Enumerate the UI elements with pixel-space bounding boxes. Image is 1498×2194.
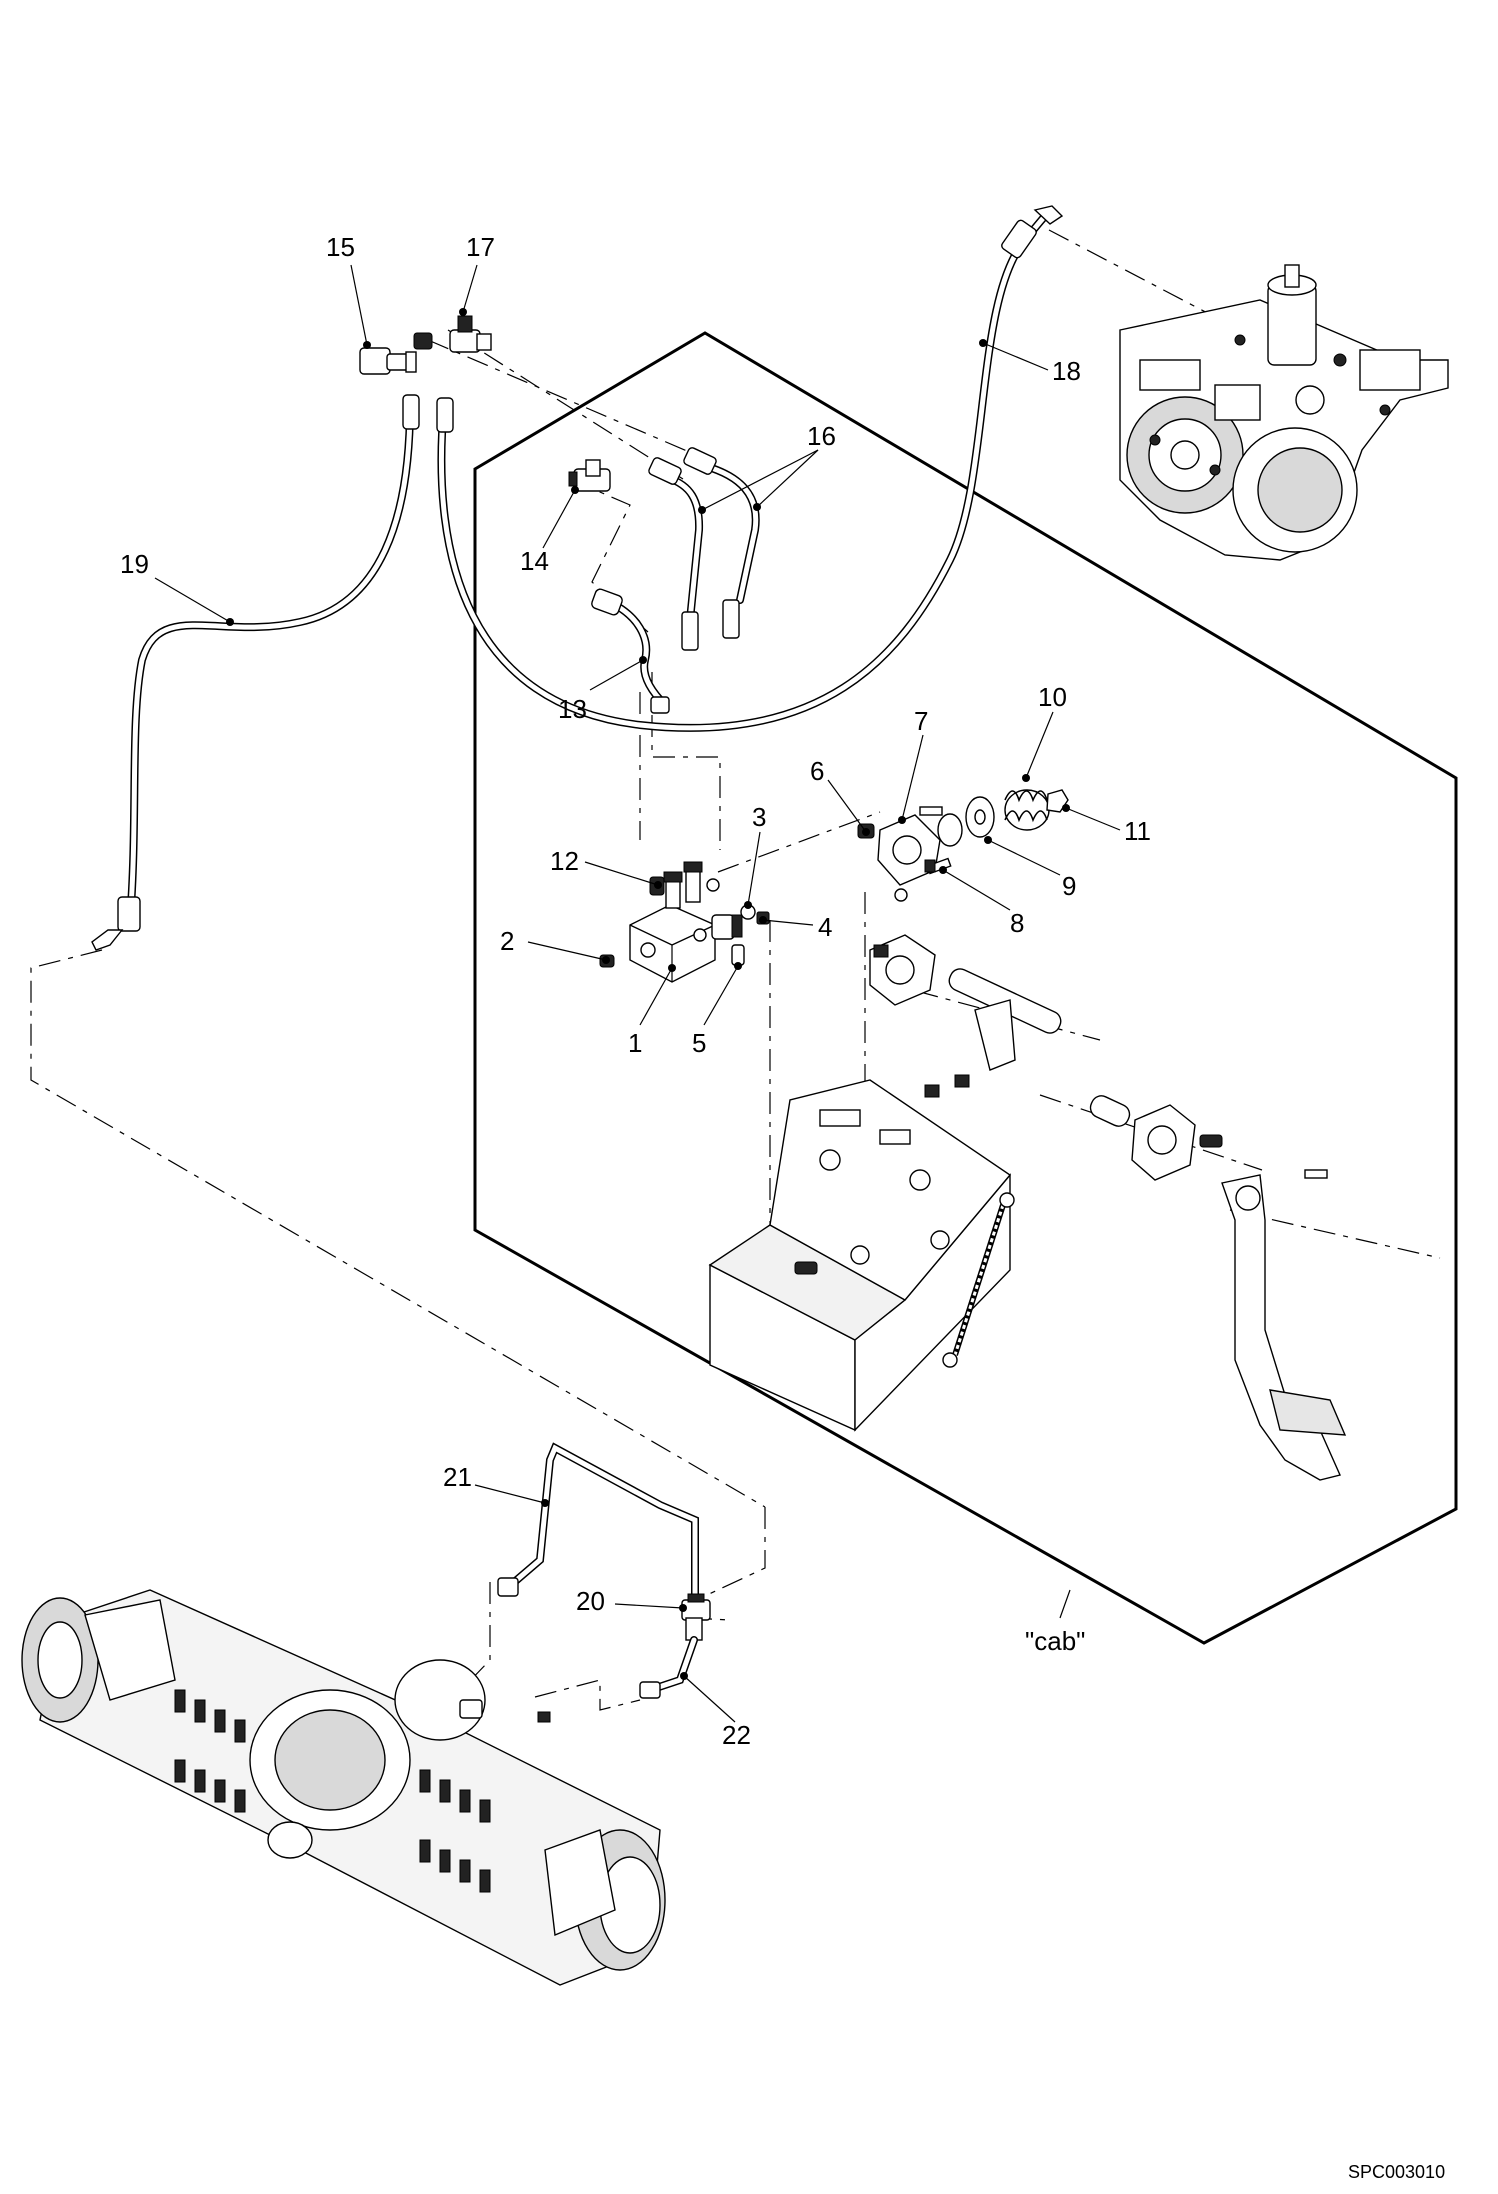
pedal-bracket <box>708 1079 1015 1432</box>
drawing-reference: SPC003010 <box>1348 2162 1445 2182</box>
callout-7: 7 <box>914 706 928 736</box>
callout-11: 11 <box>1124 816 1151 846</box>
hydraulic-pump <box>1119 264 1449 561</box>
callout-1: 1 <box>628 1028 642 1058</box>
callout-8: 8 <box>1010 908 1024 938</box>
fitting-17 <box>449 308 492 353</box>
callout-19: 19 <box>120 549 149 579</box>
callout-12: 12 <box>550 846 579 876</box>
cab-outline <box>473 331 1458 1645</box>
callout-21: 21 <box>443 1462 472 1492</box>
callout-16: 16 <box>807 421 836 451</box>
callout-10: 10 <box>1038 682 1067 712</box>
fitting-13 <box>591 588 670 714</box>
brake-line-21 <box>497 1442 699 1604</box>
callout-13: 13 <box>558 694 587 724</box>
washer-9 <box>937 796 995 847</box>
cab-label: "cab" <box>1025 1626 1085 1656</box>
callout-18: 18 <box>1052 356 1081 386</box>
dashed-routing-lines <box>30 229 1441 1711</box>
fitting-5 <box>731 944 745 970</box>
callout-6: 6 <box>810 756 824 786</box>
callout-17: 17 <box>466 232 495 262</box>
axle-assembly <box>21 1589 666 1986</box>
pivot-shaft <box>869 934 1223 1181</box>
leader-lines <box>154 264 1121 1723</box>
callout-5: 5 <box>692 1028 706 1058</box>
valve-block-1 <box>629 861 743 983</box>
nut-4 <box>756 911 770 925</box>
tee-fitting-20 <box>679 1593 711 1641</box>
callout-22: 22 <box>722 1720 751 1750</box>
spring-10 <box>1004 774 1050 831</box>
fitting-12 <box>649 876 665 896</box>
callout-15: 15 <box>326 232 355 262</box>
fitting-15 <box>359 332 433 375</box>
hose-19 <box>91 394 420 951</box>
callout-14: 14 <box>520 546 549 576</box>
callout-3: 3 <box>752 802 766 832</box>
tubes-16 <box>648 447 761 651</box>
bolt-8 <box>924 857 952 875</box>
callout-9: 9 <box>1062 871 1076 901</box>
callout-2: 2 <box>500 926 514 956</box>
bolt-2 <box>599 954 615 968</box>
small-plug <box>706 878 908 902</box>
hose-22 <box>639 1636 698 1699</box>
hose-18 <box>436 205 1064 732</box>
callout-20: 20 <box>576 1586 605 1616</box>
callout-4: 4 <box>818 912 832 942</box>
fitting-14 <box>568 459 611 494</box>
brake-pedal <box>1221 1169 1347 1481</box>
